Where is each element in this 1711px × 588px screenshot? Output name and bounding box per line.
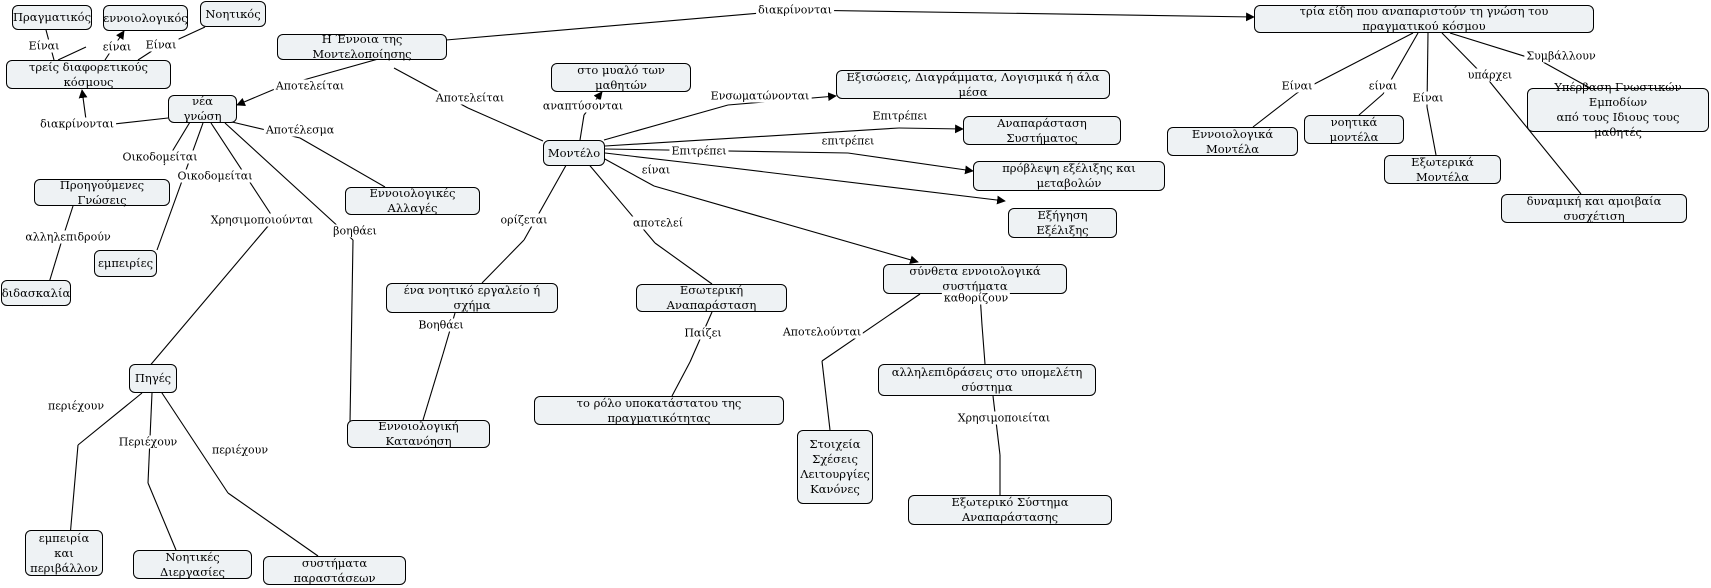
link-label-periexoun: Περιέχουν	[116, 435, 180, 449]
node-dynamiki-sysxetisi[interactable]: δυναμική και αμοιβαία συσχέτιση	[1501, 194, 1687, 223]
node-montelo[interactable]: Μοντέλο	[543, 140, 605, 166]
node-syntheta-systimata[interactable]: σύνθετα εννοιολογικά συστήματα	[883, 264, 1067, 294]
node-alilepidraseis[interactable]: αλληλεπιδράσεις στο υπομελέτη σύστημα	[878, 364, 1096, 396]
node-piges[interactable]: Πηγές	[129, 364, 177, 393]
link-label-apoteloun: Αποτελούνται	[780, 325, 864, 339]
node-ennoiologiki-katanoisi[interactable]: Εννοιολογική Κατανόηση	[347, 419, 490, 448]
link-label-diakrinontai: διακρίνονται	[38, 117, 116, 131]
node-stoixeia[interactable]: Στοιχεία Σχέσεις Λειτουργίες Κανόνες	[797, 430, 873, 504]
link-label-apoteleitai: Αποτελείται	[273, 79, 347, 93]
link-label-periexoun: περιέχουν	[45, 399, 107, 413]
link-label-einai: Είναι	[26, 39, 62, 53]
link-label-voithaei: Βοηθάει	[416, 318, 466, 332]
node-didaskalia[interactable]: διδασκαλία	[1, 280, 71, 306]
link-label-einai: είναι	[639, 163, 673, 177]
node-exoteriko-systima[interactable]: Εξωτερικό Σύστημα Αναπαράστασης	[908, 495, 1112, 525]
link-label-oikodomeitai: Οικοδομείται	[175, 169, 255, 183]
node-ennoiologikos[interactable]: εννοιολογικός	[103, 5, 188, 31]
link-label-apotelesma: Αποτέλεσμα	[263, 123, 337, 137]
link-label-xrisimopoiountai: Χρησιμοποιούνται	[208, 213, 316, 227]
link-label-allilepidroun: αλληλεπιδρούν	[23, 230, 113, 244]
node-treis-kosmous[interactable]: τρείς διαφορετικούς κόσμους	[6, 60, 171, 89]
link-label-einai: Είναι	[1410, 91, 1446, 105]
link-label-kathorizoun: καθορίζουν	[941, 291, 1011, 305]
node-anaparastasi-systimatos[interactable]: Αναπαράσταση Συστήματος	[963, 116, 1121, 145]
node-exisoseis[interactable]: Εξισώσεις, Διαγράμματα, Λογισμικά ή άλα …	[836, 70, 1110, 99]
node-esoteriki-anaparastasi[interactable]: Εσωτερική Αναπαράσταση	[636, 283, 787, 312]
node-ennoiologika-montela[interactable]: Εννοιολογικά Μοντέλα	[1167, 127, 1298, 156]
node-proigoumenes-gnoseis[interactable]: Προηγούμενες Γνώσεις	[34, 178, 170, 207]
link-label-symvaloun: Συμβάλλουν	[1524, 49, 1598, 63]
node-ennoia-montelopoiisis[interactable]: Η Έννοια της Μοντελοποίησης	[277, 32, 447, 61]
link-label-einai: είναι	[100, 40, 134, 54]
node-ennoiologikes-allages[interactable]: Εννοιολογικές Αλλαγές	[345, 186, 480, 215]
link-label-apotelei: αποτελεί	[630, 216, 686, 230]
node-nea-gnosi[interactable]: νέα γνώση	[168, 94, 237, 123]
link-label-xrisimopoieitai: Χρησιμοποιείται	[955, 411, 1053, 425]
link-label-einai: Είναι	[143, 38, 179, 52]
link-label-ensomatonontai: Ενσωματώνονται	[708, 89, 812, 103]
node-empeiries[interactable]: εμπειρίες	[94, 250, 157, 277]
node-noitiko-ergaleio[interactable]: ένα νοητικό εργαλείο ή σχήμα	[386, 283, 558, 313]
link-label-periexoun: περιέχουν	[209, 443, 271, 457]
link-label-paizei: Παίζει	[682, 326, 724, 340]
link-label-epitrepei: Επιτρέπει	[870, 109, 930, 123]
link-label-apoteleitai: Αποτελείται	[433, 91, 507, 105]
node-rolo-ypokatastatou[interactable]: το ρόλο υποκατάστατου της πραγματικότητα…	[534, 396, 784, 425]
link-label-orizetai: ορίζεται	[498, 213, 550, 227]
node-exoterika-montela[interactable]: Εξωτερικά Μοντέλα	[1384, 155, 1501, 184]
link-label-diakrinontai: διακρίνονται	[756, 3, 834, 17]
link-label-einai: είναι	[1366, 79, 1400, 93]
node-noitikos[interactable]: Νοητικός	[200, 1, 266, 27]
link-label-voithaei: βοηθάει	[331, 224, 379, 238]
node-systimata-parastaseon[interactable]: συστήματα παραστάσεων	[263, 556, 406, 585]
node-empeiria-perivallon[interactable]: εμπειρία και περιβάλλον	[25, 530, 103, 576]
node-provlepsi[interactable]: πρόβλεψη εξέλιξης και μεταβολών	[973, 161, 1165, 191]
link-label-epitrepei: επιτρέπει	[819, 134, 877, 148]
node-pragmatikos[interactable]: Πραγματικός	[12, 5, 92, 30]
node-exigisi-exelixis[interactable]: Εξήγηση Εξέλιξης	[1008, 208, 1117, 238]
link-label-anaptysontai: αναπτύσονται	[540, 99, 626, 113]
link-label-epitrepei: Επιτρέπει	[669, 144, 729, 158]
node-noitikes-diergasies[interactable]: Νοητικές Διεργασίες	[133, 550, 252, 579]
node-mialo-mathiton[interactable]: στο μυαλό των μαθητών	[551, 63, 691, 92]
link-label-einai: Είναι	[1279, 79, 1315, 93]
node-tria-eidi[interactable]: τρία είδη που αναπαριστούν τη γνώση του …	[1254, 4, 1594, 33]
node-ypervasi[interactable]: Υπέρβαση Γνωστικών Εμποδίων από τους Ιδι…	[1527, 80, 1709, 139]
node-noitika-montela[interactable]: νοητικά μοντέλα	[1304, 115, 1404, 144]
link-label-yparxei: υπάρχει	[1465, 68, 1515, 82]
link-label-oikodomeitai: Οικοδομείται	[120, 150, 200, 164]
